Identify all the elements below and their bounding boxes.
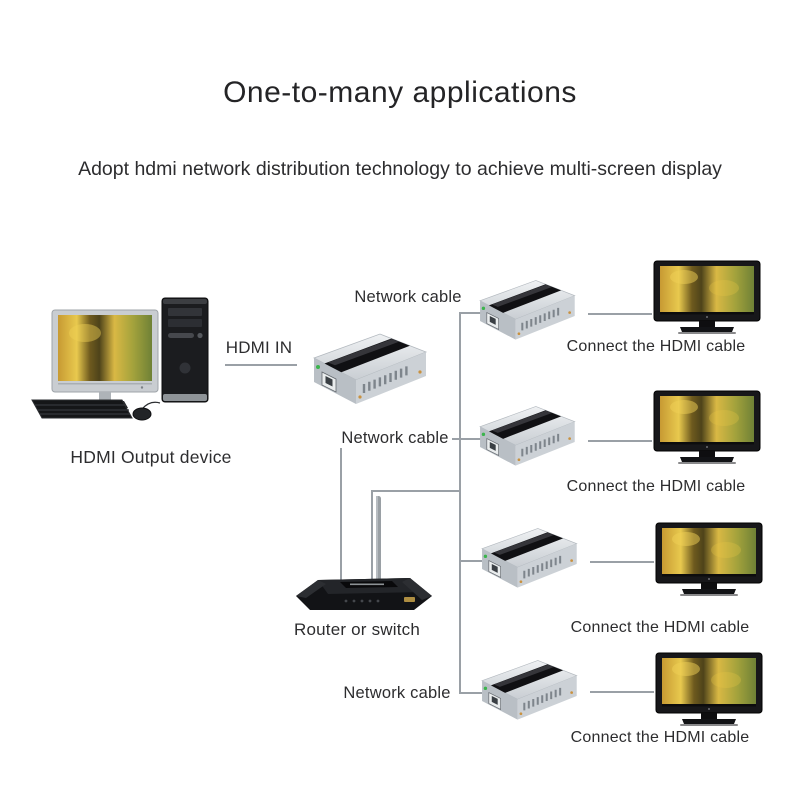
desktop-computer-illustration [31,297,209,421]
network-cable-label-middle: Network cable [341,429,449,447]
connect-hdmi-label-4: Connect the HDMI cable [570,729,750,746]
page-title: One-to-many applications [223,76,577,109]
hdmi-link-tv-2 [588,440,652,442]
network-cable-label-top: Network cable [354,288,462,306]
hdmi-link-tv-3 [590,561,654,563]
tv-1 [653,260,761,335]
tower-logo [179,362,191,374]
cable-stub-receiver-3 [459,560,482,562]
cable-stub-receiver-4 [459,692,482,694]
hdmi-receiver-device-2 [479,405,576,467]
computer-mouse [132,401,161,421]
network-cable-label-bottom: Network cable [343,684,451,702]
connect-hdmi-label-3: Connect the HDMI cable [570,619,750,636]
cable-stub-receiver-1 [459,312,482,314]
router-device [296,496,432,610]
computer-keyboard [31,399,133,419]
network-bus-line [459,312,461,693]
hdmi-in-cable-line [225,364,297,366]
source-device-label: HDMI Output device [70,447,232,467]
hdmi-link-tv-1 [588,313,652,315]
router-label: Router or switch [293,620,421,639]
tv-2 [653,390,761,465]
tv-4 [655,652,763,727]
computer-tower [161,297,209,403]
hdmi-receiver-device-4 [481,659,578,721]
computer-monitor [51,309,159,408]
hdmi-transmitter-device [312,332,428,406]
cable-transmitter-to-router [340,448,342,580]
hdmi-link-tv-4 [590,691,654,693]
connect-hdmi-label-1: Connect the HDMI cable [566,338,746,355]
router-riser-horizontal [371,490,460,492]
connect-hdmi-label-2: Connect the HDMI cable [566,478,746,495]
monitor-screen [58,315,152,381]
cable-stub-receiver-2 [452,438,482,440]
router-riser-vertical [371,490,373,580]
hdmi-in-label: HDMI IN [225,338,293,357]
hdmi-receiver-device-3 [481,527,578,589]
hdmi-receiver-device-1 [479,279,576,341]
page-subtitle: Adopt hdmi network distribution technolo… [78,158,722,180]
tv-3 [655,522,763,597]
